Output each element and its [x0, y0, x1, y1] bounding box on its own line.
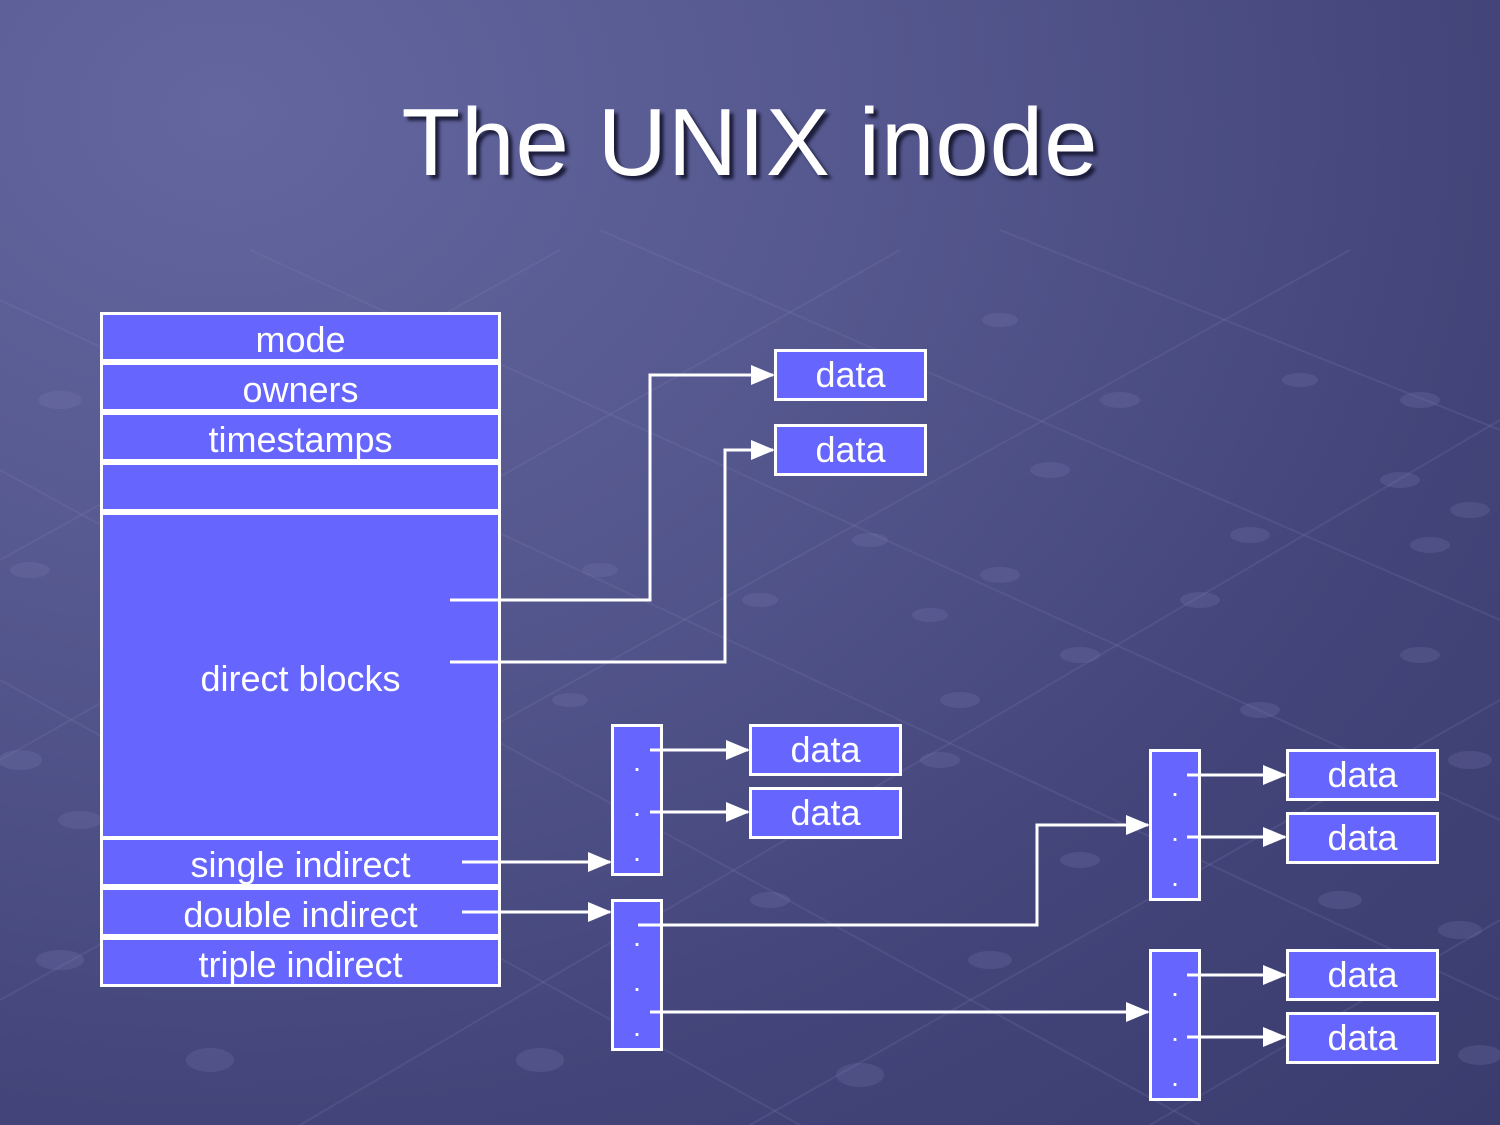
inode-field-mode: mode [100, 312, 501, 362]
second-level-pointer-block-1: . . . [1149, 749, 1201, 901]
inode-field-owners: owners [100, 362, 501, 412]
pointer-dot: . [633, 836, 641, 867]
data-block-double-2: data [1286, 812, 1439, 864]
pointer-dot: . [633, 746, 641, 777]
pointer-dot: . [1171, 771, 1179, 802]
pointer-dot: . [1171, 1016, 1179, 1047]
data-block-double-4: data [1286, 1012, 1439, 1064]
inode-field-single-indirect: single indirect [100, 837, 501, 887]
pointer-dot: . [633, 966, 641, 997]
inode-field-direct-blocks: direct blocks [100, 512, 501, 839]
data-block-single-2: data [749, 787, 902, 839]
data-block-direct-2: data [774, 424, 927, 476]
pointer-dot: . [633, 1011, 641, 1042]
pointer-dot: . [1171, 1061, 1179, 1092]
single-indirect-pointer-block: . . . [611, 724, 663, 876]
double-indirect-pointer-block: . . . [611, 899, 663, 1051]
inode-field-double-indirect: double indirect [100, 887, 501, 937]
data-block-double-3: data [1286, 949, 1439, 1001]
inode-field-timestamps: timestamps [100, 412, 501, 462]
pointer-dot: . [1171, 861, 1179, 892]
inode-field-blank [100, 462, 501, 512]
pointer-dot: . [633, 791, 641, 822]
data-block-direct-1: data [774, 349, 927, 401]
pointer-dot: . [1171, 816, 1179, 847]
slide-title: The UNIX inode [401, 89, 1099, 196]
inode-field-triple-indirect: triple indirect [100, 937, 501, 987]
data-block-single-1: data [749, 724, 902, 776]
pointer-dot: . [633, 921, 641, 952]
data-block-double-1: data [1286, 749, 1439, 801]
second-level-pointer-block-2: . . . [1149, 949, 1201, 1101]
pointer-dot: . [1171, 971, 1179, 1002]
